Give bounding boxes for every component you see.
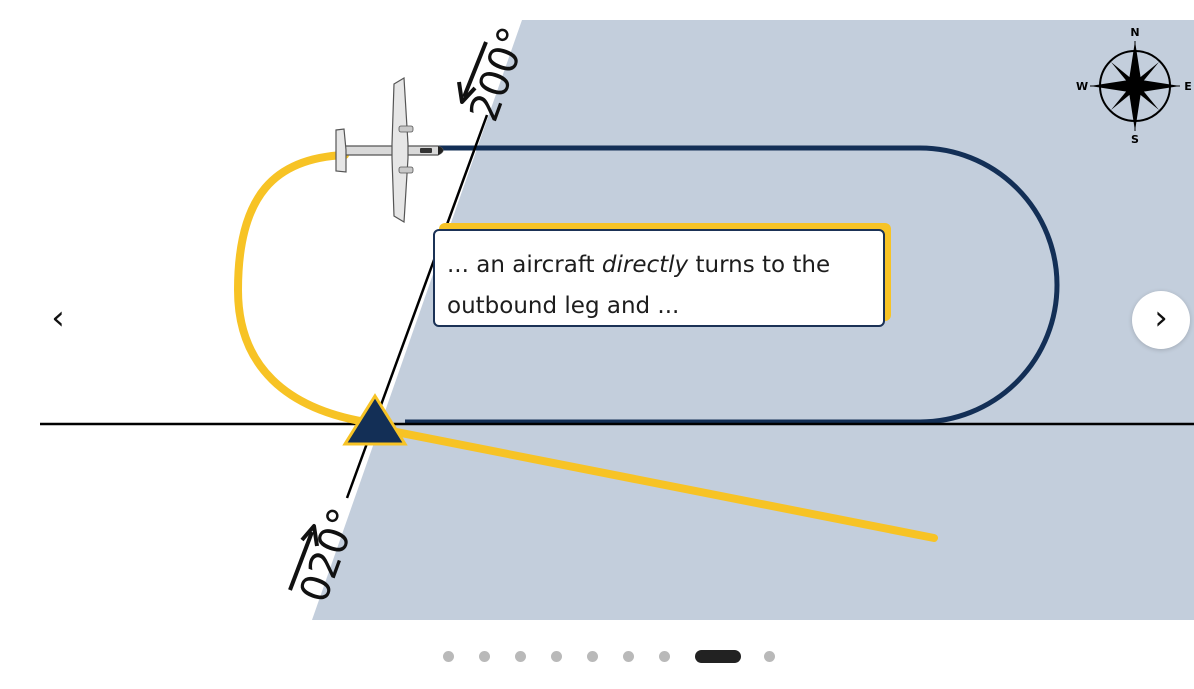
chevron-left-icon: ‹ [51,298,65,338]
carousel-dot[interactable] [695,650,741,663]
carousel-dot[interactable] [515,651,526,662]
inbound-arrow-icon [457,41,488,104]
slide-caption: ... an aircraft directly turns to the ou… [433,229,885,327]
next-slide-button[interactable]: › [1132,291,1190,349]
carousel-dot[interactable] [443,651,454,662]
carousel-dot[interactable] [623,651,634,662]
compass-s-label: S [1131,133,1139,146]
fix-marker [342,393,408,446]
entry-track [372,424,938,542]
carousel-pagination [0,647,1194,665]
compass-w-label: W [1076,80,1088,93]
aircraft-icon [335,76,444,224]
carousel-dot[interactable] [479,651,490,662]
compass-e-label: E [1184,80,1192,93]
previous-slide-button[interactable]: ‹ [29,291,87,349]
carousel-dot[interactable] [587,651,598,662]
caption-text-emphasis: directly [601,252,689,278]
caption-text-end: turns to the outbound leg and ... [447,252,831,319]
entry-path [233,151,376,427]
compass-rose-icon: N S E W [1076,26,1192,146]
holding-pattern [405,145,1060,425]
carousel-dot[interactable] [764,651,775,662]
chevron-right-icon: › [1154,298,1168,338]
compass-n-label: N [1130,26,1139,39]
carousel-dot[interactable] [659,651,670,662]
caption-text-start: ... an aircraft [447,252,602,278]
carousel-dot[interactable] [551,651,562,662]
outbound-arrow-icon [288,524,319,591]
